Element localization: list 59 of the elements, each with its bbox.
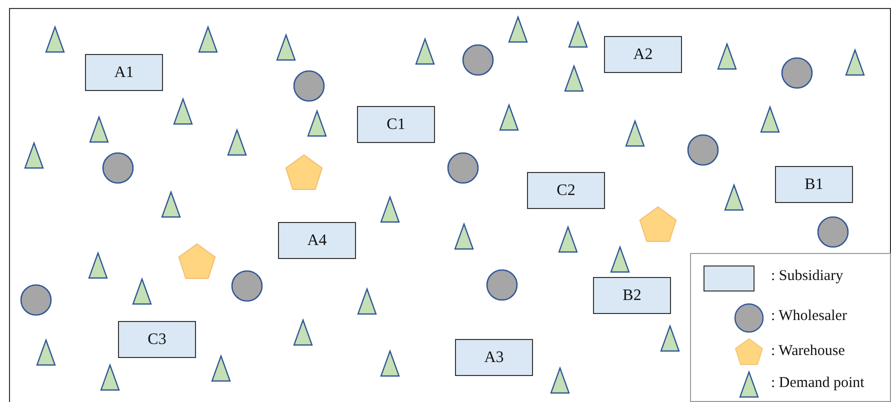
- legend-label: : Wholesaler: [771, 308, 847, 325]
- demand-point-triangle: [508, 15, 528, 43]
- demand-point-triangle: [724, 183, 744, 211]
- wholesaler-circle: [781, 57, 813, 89]
- demand-point-triangle: [45, 25, 65, 53]
- demand-point-triangle: [760, 105, 780, 133]
- warehouse-pentagon: [178, 243, 216, 279]
- demand-point-triangle: [88, 251, 108, 279]
- wholesaler-circle: [817, 216, 849, 248]
- demand-point-triangle: [293, 318, 313, 346]
- subsidiary-box: B1: [775, 166, 853, 203]
- demand-point-triangle: [198, 25, 218, 53]
- legend-label: : Warehouse: [771, 343, 845, 360]
- wholesaler-circle: [687, 134, 719, 166]
- subsidiary-box: A3: [455, 339, 533, 376]
- demand-point-triangle: [558, 225, 578, 253]
- wholesaler-circle: [462, 44, 494, 76]
- subsidiary-box: A4: [278, 222, 356, 259]
- warehouse-pentagon: [639, 206, 677, 242]
- demand-point-triangle: [550, 366, 570, 394]
- demand-point-triangle: [307, 109, 327, 137]
- subsidiary-box: A2: [604, 36, 682, 73]
- demand-point-triangle: [717, 42, 737, 70]
- demand-point-triangle: [89, 115, 109, 143]
- demand-point-triangle: [415, 37, 435, 65]
- demand-point-triangle: [380, 349, 400, 377]
- wholesaler-circle: [486, 269, 518, 301]
- demand-point-triangle: [227, 128, 247, 156]
- legend-label: : Subsidiary: [771, 268, 844, 285]
- wholesaler-circle: [231, 270, 263, 302]
- demand-point-triangle: [173, 97, 193, 125]
- demand-point-triangle: [100, 363, 120, 391]
- demand-point-triangle: [132, 277, 152, 305]
- demand-point-triangle: [660, 324, 680, 352]
- wholesaler-circle: [20, 284, 52, 316]
- wholesaler-circle: [293, 70, 325, 102]
- demand-point-triangle: [564, 64, 584, 92]
- subsidiary-box: C3: [118, 321, 196, 358]
- subsidiary-box: A1: [85, 54, 163, 91]
- wholesaler-circle: [102, 152, 134, 184]
- demand-point-triangle: [610, 245, 630, 273]
- demand-point-triangle: [276, 33, 296, 61]
- demand-point-triangle: [454, 222, 474, 250]
- demand-point-triangle: [357, 287, 377, 315]
- subsidiary-box: B2: [593, 277, 671, 314]
- subsidiary-box: C2: [527, 172, 605, 209]
- demand-point-triangle: [24, 141, 44, 169]
- legend-label: : Demand point: [771, 375, 864, 392]
- warehouse-pentagon: [285, 154, 323, 190]
- wholesaler-circle: [447, 152, 479, 184]
- demand-point-triangle: [499, 103, 519, 131]
- demand-point-triangle: [845, 48, 865, 76]
- demand-point-triangle: [625, 119, 645, 147]
- demand-point-triangle: [211, 354, 231, 382]
- demand-point-triangle: [568, 20, 588, 48]
- demand-point-triangle: [161, 190, 181, 218]
- subsidiary-box: C1: [357, 106, 435, 143]
- demand-point-triangle: [380, 195, 400, 223]
- demand-point-triangle: [36, 338, 56, 366]
